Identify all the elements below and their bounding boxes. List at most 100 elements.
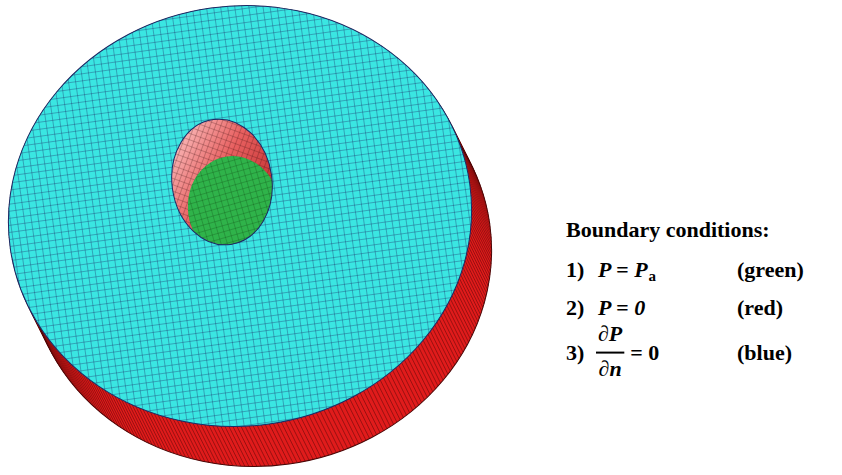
side-mesh-line [297, 418, 317, 458]
side-mesh-line [293, 419, 313, 459]
side-mesh-line [458, 282, 478, 322]
equation: P = P [598, 258, 648, 282]
side-mesh-line [360, 393, 380, 433]
side-mesh-line [407, 357, 427, 397]
color-note: (red) [737, 296, 783, 320]
side-mesh-line [418, 346, 438, 386]
side-mesh-line [410, 355, 430, 395]
side-mesh-line [241, 426, 261, 466]
side-mesh-line [439, 319, 459, 359]
side-mesh-line [350, 399, 370, 439]
side-mesh-line [166, 417, 186, 457]
side-mesh-line [437, 322, 457, 362]
side-mesh-line [469, 180, 489, 220]
side-mesh-line [357, 395, 377, 435]
side-mesh-line [455, 289, 475, 329]
item-number: 1) [566, 258, 584, 282]
side-mesh-line [213, 426, 233, 466]
side-mesh-line [217, 426, 237, 466]
side-mesh-line [468, 250, 488, 290]
side-mesh-line [415, 349, 435, 389]
side-mesh-line [313, 414, 333, 454]
side-mesh-line [335, 405, 355, 445]
side-mesh-line [430, 331, 450, 371]
side-mesh-line [229, 426, 249, 466]
side-mesh-line [331, 407, 351, 447]
side-mesh-line [454, 292, 474, 332]
side-mesh-line [462, 271, 482, 311]
side-mesh-line [346, 400, 366, 440]
side-mesh-line [257, 425, 277, 465]
legend-title: Boundary conditions: [566, 218, 770, 242]
side-mesh-line [374, 384, 394, 424]
side-mesh-line [324, 410, 344, 450]
side-mesh-line [309, 415, 329, 455]
side-mesh-line [301, 417, 321, 457]
side-mesh-line [273, 423, 293, 463]
side-mesh-line [377, 382, 397, 422]
side-mesh-line [269, 424, 289, 464]
side-mesh-line [364, 391, 384, 431]
top-face [0, 0, 499, 475]
item-number: 2) [566, 296, 584, 320]
side-mesh-line [370, 387, 390, 427]
side-mesh-line [261, 425, 281, 465]
side-mesh-line [320, 411, 340, 451]
side-fill [0, 0, 510, 475]
side-mesh-line [353, 397, 373, 437]
side-mesh-line [402, 363, 422, 403]
fraction-denominator: ∂n [599, 357, 622, 381]
equation: = 0 [630, 341, 659, 365]
side-mesh-line [459, 278, 479, 318]
side-mesh-line [428, 334, 448, 374]
hole [160, 110, 290, 266]
side-mesh-line [339, 404, 359, 444]
side-mesh-line [390, 373, 410, 413]
side-mesh-line [433, 328, 453, 368]
side-mesh-line [205, 425, 225, 465]
item-number: 3) [566, 341, 584, 365]
side-mesh-line [380, 380, 400, 420]
side-mesh-line [396, 368, 416, 408]
side-mesh-line [225, 426, 245, 466]
side-mesh-line [465, 260, 485, 300]
side-mesh-line [328, 409, 348, 449]
side-mesh-line [421, 343, 441, 383]
side-mesh-line [277, 423, 297, 463]
side-mesh-line [201, 424, 221, 464]
side-mesh-line [468, 246, 488, 286]
side-mesh-line [305, 416, 325, 456]
color-note: (green) [737, 258, 804, 282]
side-mesh-line [265, 424, 285, 464]
side-mesh-line [463, 268, 483, 308]
cylinder-side [0, 0, 519, 475]
side-mesh-line [471, 220, 491, 260]
side-mesh-line [221, 426, 241, 466]
side-mesh-line [383, 378, 403, 418]
side-mesh-line [441, 315, 461, 355]
side-mesh-line [413, 352, 433, 392]
side-mesh-line [342, 402, 362, 442]
side-mesh-line [209, 425, 229, 465]
side-mesh-line [245, 426, 265, 466]
fraction-numerator: ∂P [598, 322, 622, 346]
side-mesh-line [367, 389, 387, 429]
side-mesh-line [435, 325, 455, 365]
hole-bottom [181, 150, 287, 266]
side-mesh-line [469, 239, 489, 279]
side-mesh-line [150, 412, 170, 452]
side-fill [0, 0, 509, 475]
side-mesh-line [233, 426, 253, 466]
side-mesh-line [289, 420, 309, 460]
side-mesh-line [285, 421, 305, 461]
side-mesh-line [253, 426, 273, 466]
side-fill [0, 0, 510, 475]
side-fill [0, 0, 511, 475]
equation: P = 0 [598, 296, 645, 320]
subscript: a [649, 268, 657, 285]
side-mesh-line [423, 340, 443, 380]
side-mesh-line [426, 337, 446, 377]
side-mesh-line [469, 242, 489, 282]
side-mesh-line [237, 426, 257, 466]
side-mesh-line [399, 365, 419, 405]
